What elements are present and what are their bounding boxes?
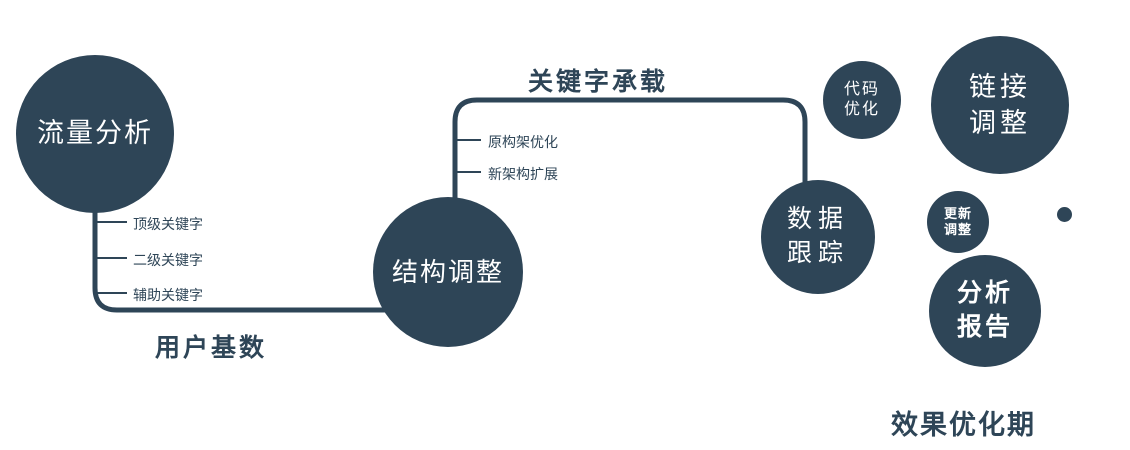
node-update-adjustment-line1: 更新 — [943, 205, 972, 221]
branch-label-top-keywords: 顶级关键字 — [133, 216, 203, 232]
branch-label-auxiliary-keywords: 辅助关键字 — [133, 287, 203, 303]
node-analysis-report-line2: 报告 — [956, 313, 1013, 341]
node-structure-adjustment: 结构调整 — [373, 197, 523, 347]
node-update-adjustment-line2: 调整 — [943, 222, 972, 237]
node-link-adjustment: 链接 调整 — [931, 36, 1069, 174]
edge-label-user-base: 用户基数 — [155, 334, 268, 362]
branch-label-new-architecture: 新架构扩展 — [488, 166, 558, 182]
node-traffic-analysis: 流量分析 — [16, 55, 174, 213]
node-structure-adjustment-label: 结构调整 — [391, 256, 504, 287]
node-data-tracking: 数据 跟踪 — [761, 180, 875, 294]
bullet-dot-marker — [1057, 207, 1072, 222]
node-update-adjustment: 更新 调整 — [927, 191, 989, 253]
node-data-tracking-line2: 跟踪 — [786, 239, 849, 267]
footer-phase-label: 效果优化期 — [891, 410, 1036, 440]
node-code-optimization-line1: 代码 — [843, 81, 880, 98]
branch-label-original-architecture: 原构架优化 — [488, 134, 558, 150]
edge-label-keyword-carry: 关键字承载 — [528, 68, 669, 96]
node-link-adjustment-line1: 链接 — [969, 71, 1031, 102]
node-analysis-report-line1: 分析 — [956, 279, 1013, 308]
node-link-adjustment-line2: 调整 — [969, 108, 1031, 138]
node-traffic-analysis-label: 流量分析 — [37, 118, 153, 149]
node-code-optimization: 代码 优化 — [823, 61, 901, 139]
branch-label-second-keywords: 二级关键字 — [133, 252, 203, 268]
tick-marks-structure-branches — [455, 139, 481, 173]
node-data-tracking-line1: 数据 — [786, 205, 849, 234]
node-code-optimization-line2: 优化 — [843, 101, 880, 118]
node-analysis-report: 分析 报告 — [929, 255, 1041, 367]
tick-marks-traffic-branches — [95, 221, 127, 294]
